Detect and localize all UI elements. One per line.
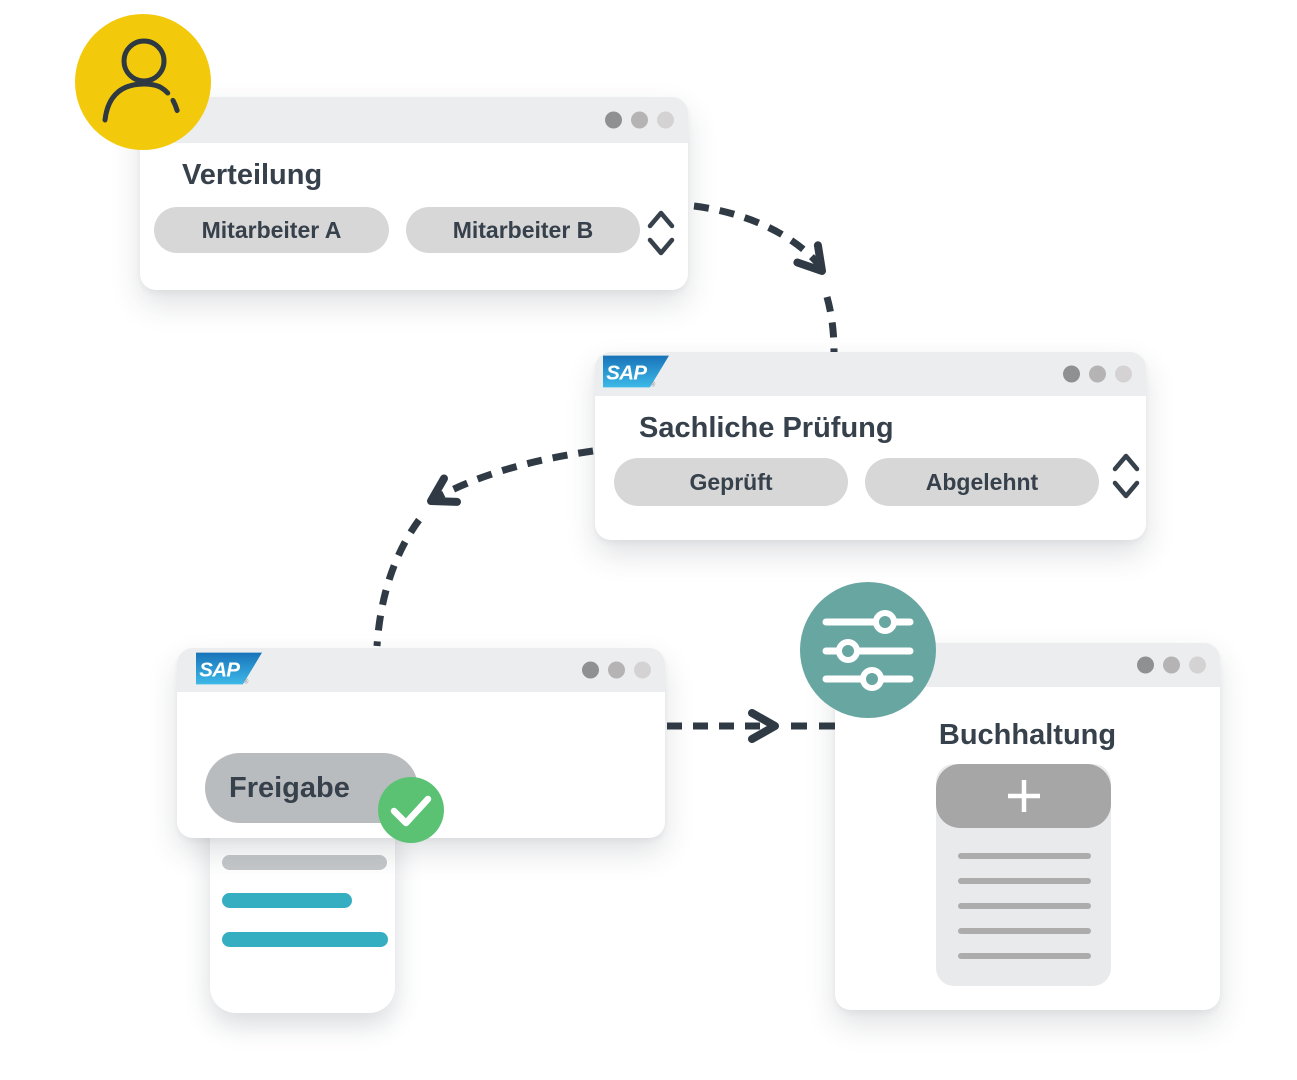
sliders-icon — [822, 610, 914, 691]
window-dot[interactable] — [605, 111, 622, 129]
approval-check-badge — [378, 777, 444, 843]
dashed-arc — [693, 202, 823, 269]
titlebar — [140, 97, 688, 143]
pill-label: Mitarbeiter A — [201, 216, 342, 243]
dashed-arc — [823, 296, 838, 353]
sap-logo-shape — [196, 652, 262, 685]
text-line-teal — [222, 893, 352, 908]
window-dot[interactable] — [1189, 656, 1206, 674]
flow-arrow-1 — [693, 202, 838, 353]
stepper-chevrons — [647, 210, 675, 256]
pill-abgelehnt[interactable]: Abgelehnt — [865, 458, 1099, 506]
window-dots — [1137, 656, 1206, 674]
check-icon — [390, 795, 432, 827]
window-title: Sachliche Prüfung — [639, 412, 894, 444]
dashed-arc — [436, 447, 594, 501]
window-dot[interactable] — [634, 661, 651, 679]
chevron-down-icon[interactable] — [1112, 480, 1140, 499]
arrowhead-icon — [427, 474, 461, 506]
doc-text-line — [958, 853, 1091, 859]
user-avatar-circle — [75, 14, 211, 150]
window-dots — [582, 661, 651, 679]
window-dot[interactable] — [631, 111, 648, 129]
pill-mitarbeiter-a[interactable]: Mitarbeiter A — [154, 207, 389, 253]
slider-knob[interactable] — [860, 667, 884, 691]
sap-logo-registered: ® — [651, 381, 656, 388]
slider-knob[interactable] — [873, 610, 897, 634]
window-title: Verteilung — [182, 159, 323, 191]
sap-logo-shape — [603, 355, 669, 388]
pill-geprueft[interactable]: Geprüft — [614, 458, 848, 506]
pill-mitarbeiter-b[interactable]: Mitarbeiter B — [406, 207, 640, 253]
user-shoulder — [102, 81, 162, 123]
slider-knob[interactable] — [836, 639, 860, 663]
pill-label: Abgelehnt — [925, 468, 1039, 495]
doc-text-line — [958, 928, 1091, 934]
window-dots — [1063, 365, 1132, 383]
window-title: Buchhaltung — [938, 719, 1117, 751]
window-dots — [605, 111, 674, 129]
window-dot[interactable] — [657, 111, 674, 129]
text-line-gray — [222, 855, 387, 870]
arrowhead-icon — [793, 241, 826, 275]
doc-text-line — [958, 878, 1091, 884]
window-dot[interactable] — [1089, 365, 1106, 383]
window-dot[interactable] — [1163, 656, 1180, 674]
window-dot[interactable] — [608, 661, 625, 679]
sap-logo-registered: ® — [244, 678, 249, 685]
doc-text-line — [958, 903, 1091, 909]
settings-circle — [800, 582, 936, 718]
sap-logo-text: SAP — [606, 361, 647, 384]
doc-text-line — [958, 953, 1091, 959]
window-dot[interactable] — [1137, 656, 1154, 674]
titlebar — [595, 352, 1146, 396]
window-dot[interactable] — [582, 661, 599, 679]
window-dot[interactable] — [1115, 365, 1132, 383]
plus-icon — [1007, 780, 1040, 812]
user-head — [121, 38, 167, 84]
sap-logo-text: SAP — [199, 658, 240, 681]
window-sachliche-pruefung: SAP ® Sachliche Prüfung Geprüft Abgelehn… — [595, 352, 1146, 540]
pill-label: Freigabe — [229, 771, 350, 804]
user-icon — [102, 38, 182, 123]
pill-label: Geprüft — [689, 468, 773, 495]
user-shoulder-dashed — [156, 84, 182, 121]
add-entry-button[interactable] — [936, 764, 1111, 828]
dashed-arc — [373, 517, 422, 647]
pill-label: Mitarbeiter B — [452, 216, 594, 243]
stepper-chevrons — [1112, 453, 1140, 499]
document-card-buchhaltung — [936, 764, 1111, 986]
chevron-up-icon[interactable] — [647, 210, 675, 229]
chevron-down-icon[interactable] — [647, 237, 675, 256]
window-verteilung: Verteilung Mitarbeiter A Mitarbeiter B — [140, 97, 688, 290]
flow-arrow-2 — [373, 447, 594, 647]
arrowhead-icon — [748, 709, 779, 743]
text-line-teal — [222, 932, 388, 947]
chevron-up-icon[interactable] — [1112, 453, 1140, 472]
flow-arrow-3 — [667, 709, 836, 743]
window-dot[interactable] — [1063, 365, 1080, 383]
sap-logo: SAP ® — [603, 355, 669, 388]
sap-logo: SAP ® — [196, 652, 262, 685]
